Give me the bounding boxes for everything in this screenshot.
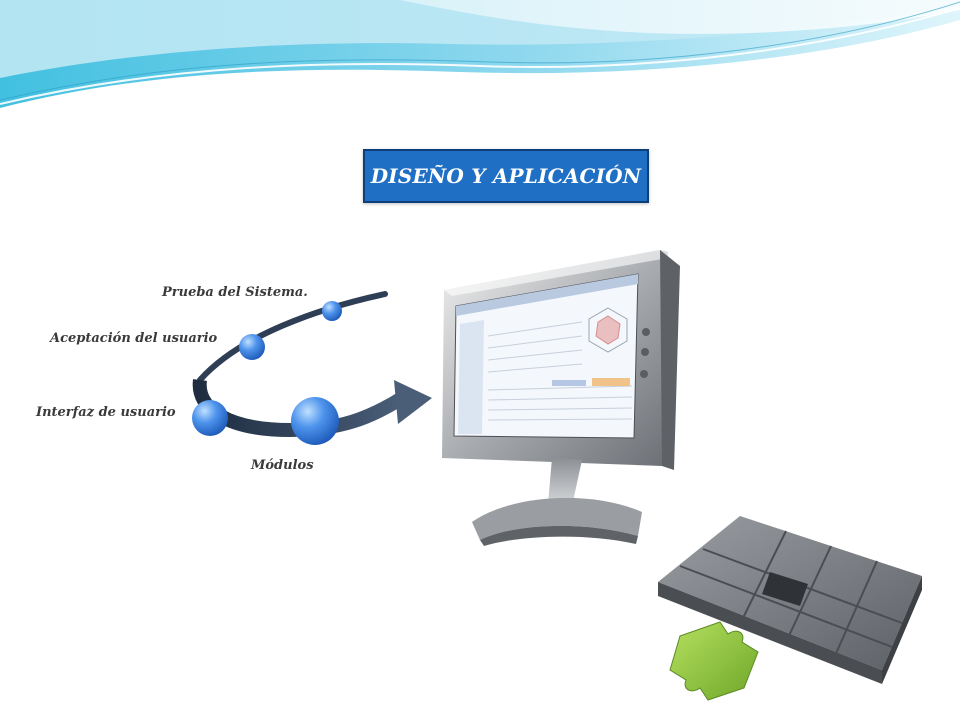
cycle-label-interfaz: Interfaz de usuario: [36, 405, 176, 420]
cycle-diagram: [192, 291, 432, 445]
cycle-arrow-head: [394, 380, 432, 424]
cycle-label-modulos: Módulos: [251, 458, 314, 473]
cycle-label-aceptacion: Aceptación del usuario: [50, 331, 218, 346]
puzzle-board-illustration: [658, 516, 922, 701]
title-box: DISEÑO Y APLICACIÓN: [363, 149, 649, 203]
computer-monitor-illustration: [442, 250, 680, 546]
node-prueba: [322, 301, 342, 321]
node-interfaz: [192, 400, 228, 436]
slide-title: DISEÑO Y APLICACIÓN: [370, 164, 642, 188]
node-modulos: [291, 397, 339, 445]
node-aceptacion: [239, 334, 265, 360]
cycle-arc-upper: [197, 291, 388, 383]
cycle-label-prueba: Prueba del Sistema.: [162, 285, 308, 300]
top-wave-decoration: [0, 0, 960, 108]
